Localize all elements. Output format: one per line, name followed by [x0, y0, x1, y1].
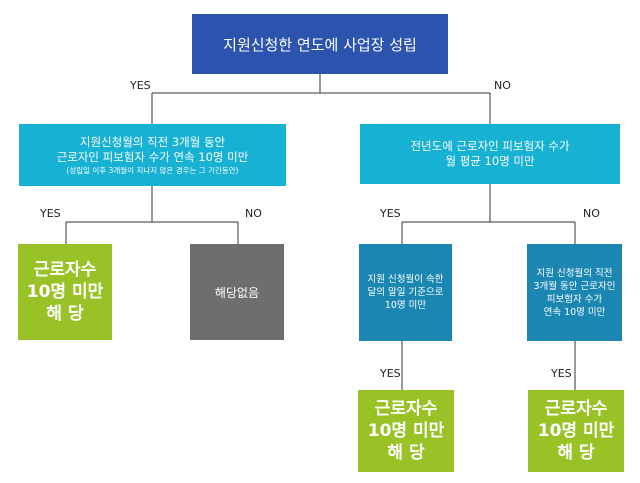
three-month-condition-box: 지원 신청월의 직전 3개월 동안 근로자인 피보험자 수가 연속 10명 미만	[527, 244, 622, 341]
condition-line-1: 전년도에 근로자인 피보험자 수가	[410, 139, 570, 153]
yes-label: YES	[380, 367, 401, 380]
root-node-text: 지원신청한 연도에 사업장 성립	[223, 35, 417, 54]
result-not-applicable-box: 해당없음	[190, 244, 284, 340]
condition-line-1: 지원 신청월이 속한	[367, 274, 444, 285]
condition-line-3: 10명 미만	[384, 300, 427, 311]
result-line-3: 해 당	[387, 443, 425, 463]
prev-year-condition-box: 전년도에 근로자인 피보험자 수가 월 평균 10명 미만	[360, 124, 620, 184]
result-line-3: 해 당	[557, 443, 595, 463]
no-label: NO	[245, 207, 262, 220]
yes-branch-connector	[65, 186, 239, 244]
result-applicable-box: 근로자수 10명 미만 해 당	[358, 390, 454, 472]
result-line-2: 10명 미만	[26, 282, 104, 302]
no-label: NO	[583, 207, 600, 220]
condition-line-3: 피보험자 수가	[546, 293, 603, 305]
insured-3months-condition-box: 지원신청월의 직전 3개월 동안 근로자인 피보험자 수가 연속 10명 미만 …	[19, 124, 286, 186]
condition-line-2: 달의 말일 기준으로	[367, 287, 444, 298]
condition-note: (성립일 이후 3개월이 지나지 않은 경우는 그 기간동안)	[66, 165, 239, 175]
yes-label: YES	[380, 207, 401, 220]
result-line-2: 10명 미만	[537, 421, 615, 441]
yes-label: YES	[40, 207, 61, 220]
month-end-condition-box: 지원 신청월이 속한 달의 말일 기준으로 10명 미만	[359, 244, 452, 341]
result-line-3: 해 당	[46, 304, 84, 324]
result-applicable-box: 근로자수 10명 미만 해 당	[18, 244, 112, 340]
result-line-1: 근로자수	[544, 399, 608, 419]
condition-line-1: 지원신청월의 직전 3개월 동안	[79, 134, 226, 149]
condition-line-4: 연속 10명 미만	[543, 306, 606, 318]
result-line-1: 근로자수	[33, 260, 97, 280]
condition-line-2: 3개월 동안 근로자인	[533, 280, 616, 292]
no-branch-connector	[401, 184, 576, 244]
result-applicable-box: 근로자수 10명 미만 해 당	[528, 390, 624, 472]
condition-line-1: 지원 신청월의 직전	[536, 267, 613, 279]
condition-line-2: 근로자인 피보험자 수가 연속 10명 미만	[56, 149, 249, 164]
root-node: 지원신청한 연도에 사업장 성립	[192, 14, 448, 74]
yes-label: YES	[130, 79, 151, 92]
yes-label: YES	[551, 367, 572, 380]
no-label: NO	[494, 79, 511, 92]
result-line-2: 10명 미만	[367, 421, 445, 441]
result-text: 해당없음	[214, 285, 260, 300]
root-connector	[151, 74, 491, 124]
result-line-1: 근로자수	[374, 399, 438, 419]
condition-line-2: 월 평균 10명 미만	[445, 154, 535, 168]
